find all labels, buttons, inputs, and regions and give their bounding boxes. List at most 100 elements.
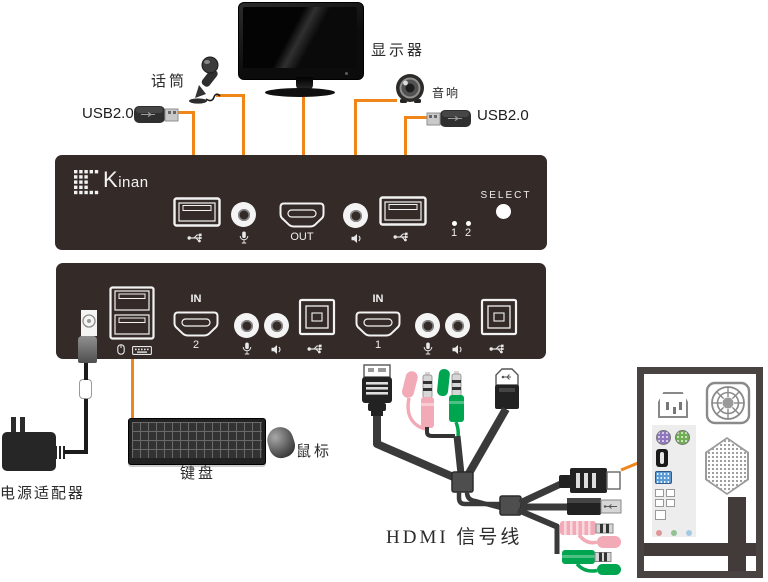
cable-usb-left — [177, 111, 195, 114]
brand-name: Kinan — [103, 167, 149, 192]
keyboard-label: 键盘 — [180, 466, 217, 482]
tower-inner-bar — [728, 497, 746, 571]
monitor — [238, 2, 364, 98]
pc-hdmi-port — [656, 449, 668, 467]
microphone-icon — [189, 56, 221, 104]
ps2-mouse-port — [656, 430, 671, 445]
monitor-power-led — [345, 72, 348, 75]
keyboard-keys — [132, 422, 262, 458]
hdmi-in-port-1 — [355, 311, 401, 337]
cable-usb-right — [406, 116, 428, 119]
usb-keyboard-mouse-ports — [109, 286, 155, 340]
speaker-label: 音响 — [432, 86, 461, 100]
mic-jack-port-3 — [415, 313, 440, 338]
speaker-icon — [396, 74, 424, 103]
usb-icon — [489, 344, 504, 354]
adapter-prong — [11, 417, 16, 434]
select-label: SELECT — [480, 190, 532, 201]
ethernet-port — [655, 510, 666, 520]
computer-tower — [637, 367, 763, 578]
hdmi-cable-label: HDMI 信号线 — [386, 527, 523, 548]
speaker-glyph-icon — [271, 345, 281, 354]
io-panel — [652, 425, 696, 537]
led-port-1 — [452, 221, 457, 226]
led1-label: 1 — [450, 227, 458, 239]
brand-dot-grid-icon — [74, 169, 99, 194]
usb-port — [666, 489, 675, 497]
port2-number: 2 — [192, 339, 200, 351]
power-adapter-body — [2, 432, 56, 471]
mouse — [263, 423, 299, 462]
mic-icon — [423, 342, 433, 355]
adapter-prong — [20, 417, 25, 434]
hdmi-in-port-2 — [173, 311, 219, 337]
audio-jack-green — [671, 530, 677, 536]
dc-power-jack — [81, 310, 97, 336]
cable-microphone — [242, 94, 245, 206]
usb-icon — [187, 233, 202, 243]
ps2-keyboard-port — [675, 430, 690, 445]
monitor-screen — [243, 7, 357, 68]
kvm-rear-panel: IN 2 IN — [56, 263, 546, 359]
speaker-glyph-icon — [452, 345, 462, 354]
audio-jack-port-2 — [264, 313, 289, 338]
audio-jack-blue — [686, 530, 692, 536]
keyboard — [128, 418, 266, 465]
hdmi-in2-label: IN — [190, 293, 202, 305]
mic-icon — [239, 231, 249, 244]
microphone-label: 话筒 — [151, 74, 188, 90]
adapter-strain-relief — [55, 446, 66, 459]
tower-inner-bar — [644, 543, 756, 556]
usb-a-port — [173, 197, 221, 227]
usb-a-port — [379, 196, 427, 226]
led-port-2 — [466, 221, 471, 226]
audio-jack-port-3 — [445, 313, 470, 338]
pc-hdmi-slot — [660, 452, 664, 464]
port1-number: 1 — [374, 339, 382, 351]
usb-port — [666, 499, 675, 507]
socket-slot — [672, 407, 676, 414]
cable-microphone — [216, 94, 245, 97]
usb-right-label: USB2.0 — [477, 107, 529, 124]
select-button — [496, 204, 511, 219]
hdmi-out-label: OUT — [290, 231, 314, 243]
fan-grille — [705, 381, 751, 425]
hdmi-in1-label: IN — [372, 293, 384, 305]
hex-vent — [705, 437, 749, 495]
power-cable — [84, 362, 88, 380]
usb-b-port-2 — [480, 298, 518, 336]
power-cable — [84, 398, 88, 454]
power-socket — [658, 392, 688, 418]
kvm-front-panel: Kinan OUT — [55, 155, 547, 250]
usb-port — [655, 489, 664, 497]
led2-label: 2 — [464, 227, 472, 239]
cable-speaker — [354, 99, 397, 102]
audio-jack-pink — [656, 530, 662, 536]
usb-drive-right — [426, 110, 471, 127]
usb-drive-left — [134, 106, 179, 123]
usb-icon — [307, 344, 322, 354]
monitor-label: 显示器 — [371, 43, 426, 59]
usb-left-label: USB2.0 — [82, 105, 134, 122]
socket-slot — [679, 402, 682, 410]
power-adapter-label: 电源适配器 — [0, 486, 86, 502]
usb-port — [655, 499, 664, 507]
socket-slot — [666, 402, 669, 410]
mic-jack-port-2 — [234, 313, 259, 338]
usb-icon — [393, 232, 408, 242]
hex-vent-mesh — [707, 439, 747, 493]
cable-keyboard — [131, 357, 134, 421]
cable-monitor — [302, 94, 305, 204]
mouse-label: 鼠标 — [296, 444, 333, 460]
vga-port — [655, 471, 672, 484]
monitor-bezel — [238, 2, 364, 80]
dc-plug — [78, 336, 97, 363]
monitor-base — [265, 88, 335, 97]
hdmi-cable-bundle — [362, 364, 661, 575]
monitor-stand — [296, 77, 313, 90]
mic-jack-port — [231, 202, 256, 227]
hdmi-out-port — [279, 202, 325, 228]
power-cable-connector — [79, 379, 92, 399]
power-cable — [64, 450, 88, 454]
